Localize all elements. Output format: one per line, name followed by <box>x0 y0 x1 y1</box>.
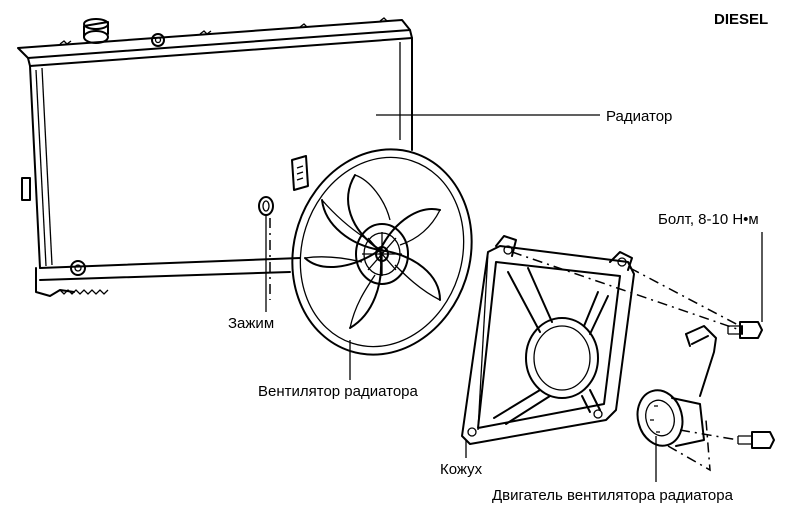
label-fan: Вентилятор радиатора <box>258 383 419 400</box>
assembly-line-upper-2 <box>629 267 741 327</box>
variant-label: DIESEL <box>714 11 768 28</box>
label-bolt: Болт, 8-10 Н•м <box>658 211 759 228</box>
label-radiator: Радиатор <box>606 108 672 125</box>
label-clamp: Зажим <box>228 315 274 332</box>
bolt-lower <box>737 431 775 449</box>
label-shroud: Кожух <box>440 461 483 478</box>
radiator <box>17 17 413 297</box>
assembly-line-upper <box>511 251 741 331</box>
bolt-upper <box>727 321 763 339</box>
assembly-line-motor <box>667 419 711 472</box>
fan-motor <box>636 325 717 447</box>
assembly-line-lower <box>679 429 739 441</box>
fan-shroud <box>461 235 635 445</box>
label-motor: Двигатель вентилятора радиатора <box>492 487 734 504</box>
clamp <box>258 196 274 216</box>
radiator-fan <box>291 148 473 356</box>
